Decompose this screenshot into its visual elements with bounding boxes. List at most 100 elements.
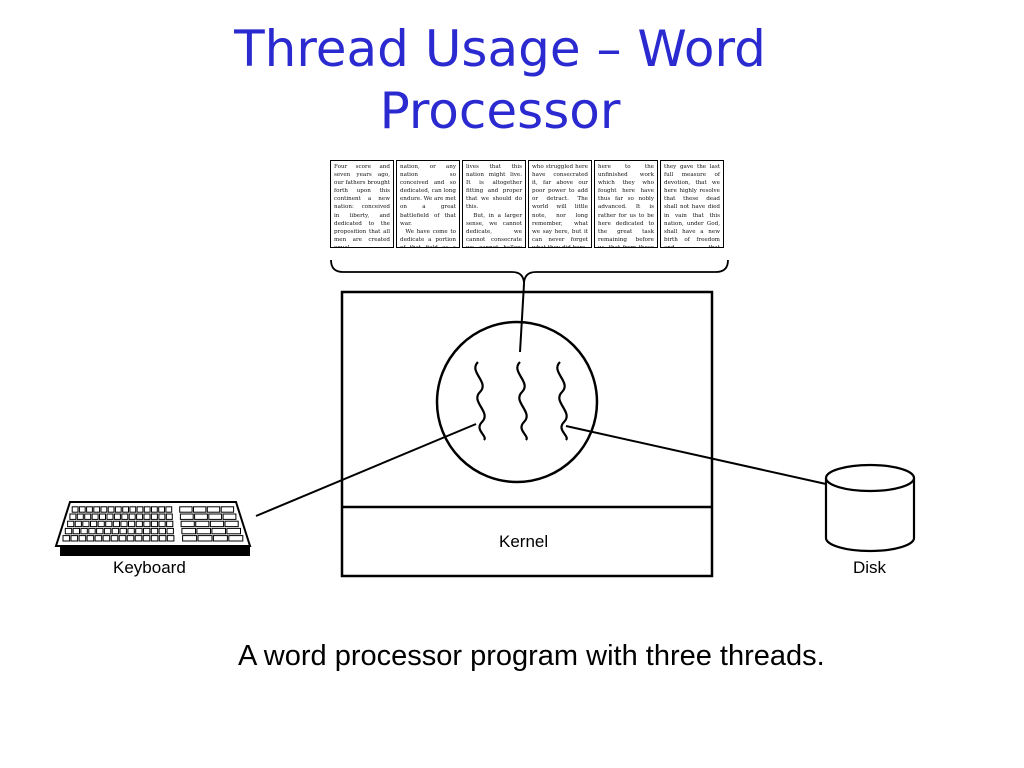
disk-connection-line xyxy=(565,425,827,485)
keyboard-key xyxy=(179,506,193,513)
keyboard-key xyxy=(127,527,135,535)
keyboard-key xyxy=(211,527,226,535)
keyboard-key xyxy=(99,513,106,520)
keyboard-key xyxy=(206,506,221,513)
keyboard-key xyxy=(120,520,128,528)
keyboard-key xyxy=(122,506,129,513)
keyboard-key xyxy=(121,513,129,520)
kernel-label: Kernel xyxy=(499,532,549,551)
keyboard-key xyxy=(158,513,166,520)
keyboard-connection-line xyxy=(255,423,477,517)
keyboard-label: Keyboard xyxy=(113,558,186,577)
keyboard-key xyxy=(134,535,143,542)
thread-3-icon xyxy=(556,361,568,441)
document-column-2: nation, or any nation so conceived and s… xyxy=(396,160,460,248)
keyboard-key xyxy=(71,506,79,513)
keyboard-key xyxy=(179,513,194,520)
keyboard-key xyxy=(158,527,167,535)
keyboard-key xyxy=(88,527,96,535)
keyboard-key xyxy=(114,506,122,513)
document-column-5: here to the unfinished work which they w… xyxy=(594,160,658,248)
thread-2-icon xyxy=(516,361,528,441)
keyboard-key xyxy=(182,535,198,542)
keyboard-key xyxy=(107,506,115,513)
keyboard-key xyxy=(78,535,87,542)
keyboard-key xyxy=(64,527,73,535)
keyboard-key xyxy=(165,506,173,513)
keyboard-key xyxy=(102,535,111,542)
keyboard-key xyxy=(78,506,86,513)
document-column-1: Four score and seven years ago, our fath… xyxy=(330,160,394,248)
keyboard-key xyxy=(143,527,151,535)
keyboard-key xyxy=(143,520,151,528)
keyboard-key xyxy=(196,527,211,535)
keyboard-key xyxy=(100,506,108,513)
disk-icon xyxy=(824,463,916,553)
keyboard-key xyxy=(119,527,127,535)
keyboard-key xyxy=(118,535,127,542)
keyboard-key xyxy=(67,520,75,528)
keyboard-key xyxy=(96,527,104,535)
keyboard-key xyxy=(82,520,90,528)
keyboard-key xyxy=(91,513,99,520)
keyboard-key xyxy=(226,527,241,535)
keyboard-key xyxy=(112,520,121,528)
keyboard-icon xyxy=(54,501,252,556)
slide-title-line-1: Thread Usage – Word xyxy=(234,20,766,78)
slide-title-line-2: Processor xyxy=(379,82,621,140)
document-column-6: they gave the last full measure of devot… xyxy=(660,160,724,248)
keyboard-key xyxy=(86,506,93,513)
keyboard-key xyxy=(136,506,144,513)
keyboard-key xyxy=(69,513,77,520)
keyboard-key xyxy=(220,506,235,513)
disk-label: Disk xyxy=(853,558,887,577)
keyboard-key xyxy=(90,520,98,528)
keyboard-key xyxy=(110,535,119,542)
keyboard-key xyxy=(70,535,79,542)
keyboard-key xyxy=(180,520,195,528)
process-circle xyxy=(435,320,599,484)
keyboard-key xyxy=(228,535,244,542)
keyboard-key xyxy=(93,506,101,513)
keyboard-key xyxy=(150,535,159,542)
keyboard-key xyxy=(94,535,103,542)
keyboard-key xyxy=(181,527,196,535)
keyboard-key xyxy=(111,527,120,535)
keyboard-key xyxy=(224,520,239,528)
keyboard-key xyxy=(62,535,71,542)
process-box xyxy=(340,290,714,578)
keyboard-key xyxy=(150,520,159,528)
keyboard-key xyxy=(76,513,84,520)
slide-title: Thread Usage – Word Processor xyxy=(0,18,1000,142)
keyboard-key xyxy=(166,520,174,528)
keyboard-key xyxy=(143,513,151,520)
keyboard-key xyxy=(135,520,143,528)
keyboard-key xyxy=(212,535,228,542)
thread-1-icon xyxy=(474,361,486,441)
keyboard-key xyxy=(195,520,210,528)
keyboard-key xyxy=(166,527,174,535)
keyboard-key xyxy=(222,513,237,520)
keyboard-key xyxy=(135,527,143,535)
keyboard-key xyxy=(128,520,136,528)
keyboard-key xyxy=(197,535,213,542)
keyboard-key xyxy=(97,520,105,528)
keyboard-key xyxy=(136,513,144,520)
keyboard-key xyxy=(72,527,80,535)
document-column-3: lives that this nation might live. It is… xyxy=(462,160,526,248)
keyboard-key xyxy=(143,506,151,513)
keyboard-key xyxy=(209,520,225,528)
document-pointer-line xyxy=(519,283,525,353)
keyboard-key xyxy=(103,527,112,535)
document-column-4: who struggled here have consecrated it, … xyxy=(528,160,592,248)
keyboard-key xyxy=(105,520,113,528)
keyboard-key xyxy=(113,513,121,520)
keyboard-key xyxy=(158,520,166,528)
keyboard-key xyxy=(194,513,208,520)
slide-caption: A word processor program with three thre… xyxy=(238,640,825,672)
keyboard-key xyxy=(128,513,136,520)
keyboard-key xyxy=(84,513,92,520)
keyboard-key xyxy=(158,506,165,513)
keyboard-key xyxy=(142,535,151,542)
keyboard-key xyxy=(165,513,173,520)
